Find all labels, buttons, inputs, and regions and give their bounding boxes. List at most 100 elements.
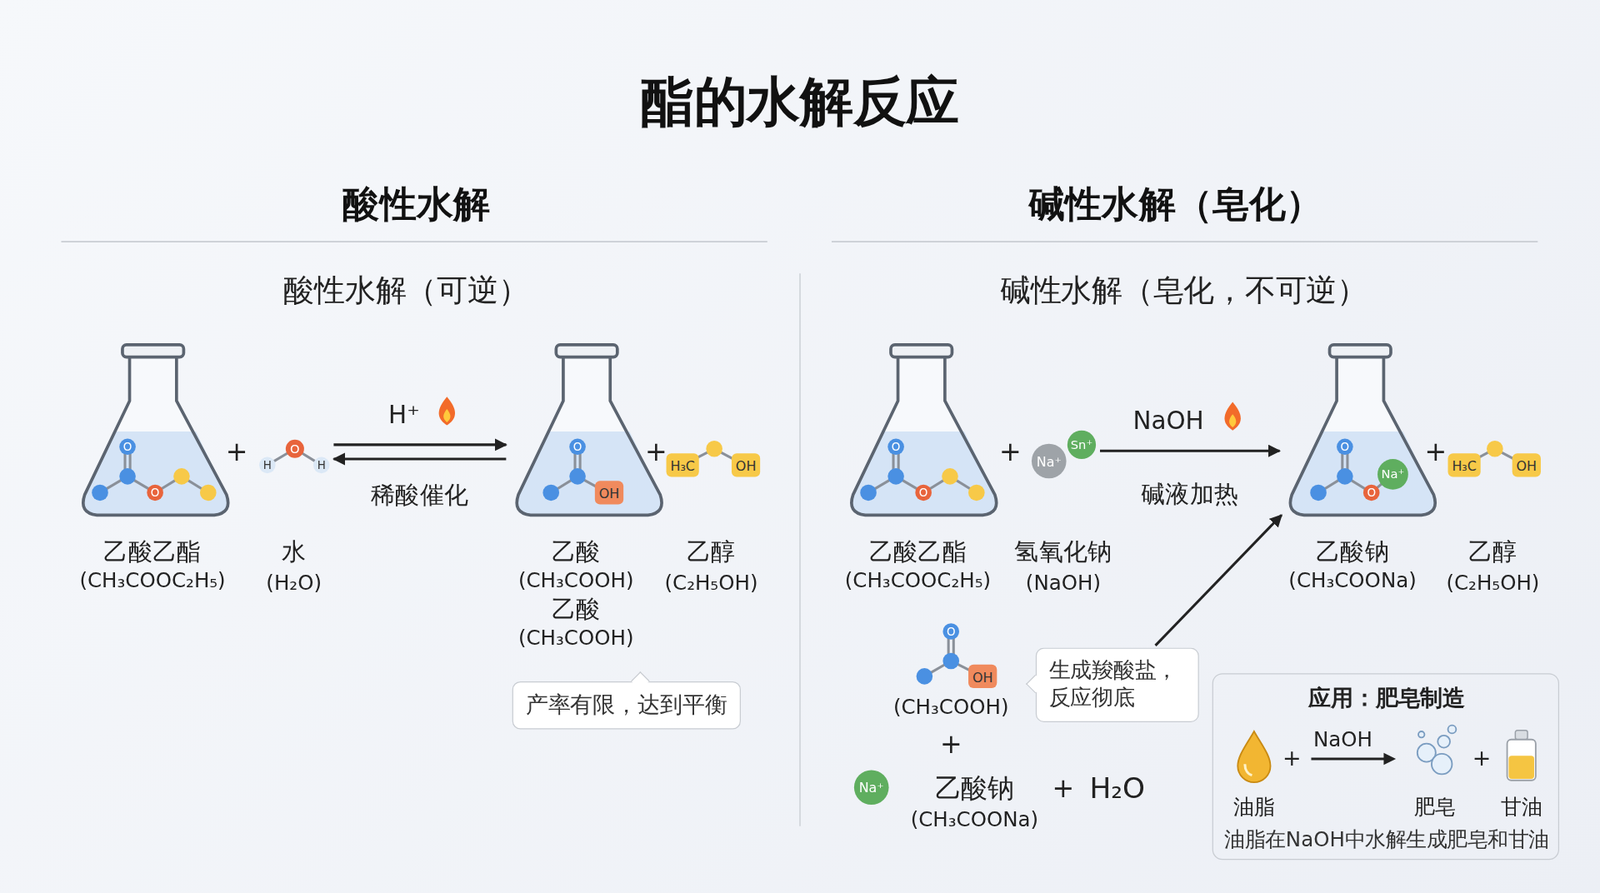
atom-symbol: O — [1340, 441, 1350, 453]
oil-drop — [1237, 731, 1270, 783]
formula-text: (CH₃COOC₂H₅) — [845, 566, 991, 595]
flask-liquid — [516, 431, 662, 515]
atom-symbol: Na⁺ — [1036, 455, 1062, 469]
text-slot: + — [225, 435, 249, 468]
atom-circle: H — [259, 457, 276, 475]
atom — [860, 485, 877, 502]
text-slot: 应用：肥皂制造 — [1308, 685, 1466, 713]
group-pill: OH — [968, 665, 997, 689]
flask-node: 乙酸钠(CH₃COONa)ONa⁺O — [1283, 341, 1442, 520]
text-slot: + — [940, 729, 963, 761]
text-slot: H₂O — [1090, 771, 1146, 806]
label-text: 乙醇 — [1468, 537, 1518, 567]
flask-glass — [516, 355, 662, 515]
reaction-arrow — [1310, 757, 1388, 760]
text-slot: H⁺ — [388, 400, 420, 430]
section-rule — [60, 240, 767, 243]
product-icon: 油脂 — [1231, 727, 1277, 785]
atom-circle: O — [569, 439, 586, 456]
flask-node: 乙酸乙酯(CH₃COOC₂H₅)OO — [76, 341, 235, 520]
group-symbol: H₃C — [670, 458, 695, 474]
flame-outer — [1224, 401, 1240, 430]
group-pill: H₃C — [666, 453, 700, 477]
group-symbol: OH — [735, 458, 757, 474]
atom-symbol: H — [263, 460, 272, 471]
text-slot: (NaOH) — [1025, 570, 1101, 595]
atom-symbol: Sn⁺ — [1070, 439, 1093, 452]
edge-label: 稀酸催化 — [370, 480, 470, 510]
flame-inner — [1229, 414, 1236, 428]
reverse-arrow — [333, 457, 506, 460]
flask-glass — [851, 355, 997, 515]
text-slot: 乙醇 — [686, 537, 736, 567]
atom — [941, 468, 959, 485]
atom-circle: O — [915, 485, 932, 502]
reaction-arrow — [1100, 450, 1280, 453]
atom-circle: O — [942, 623, 960, 640]
atom — [542, 485, 560, 502]
flame-outer — [439, 396, 455, 425]
icon-drawing — [1231, 727, 1277, 785]
text-slot: 酸性水解 — [342, 181, 490, 226]
text-slot: (CH₃COONa) — [910, 807, 1039, 832]
panel-note: 油脂在NaOH中水解生成肥皂和甘油 — [1224, 827, 1549, 852]
diagonal-arrow — [1155, 515, 1282, 646]
bubble — [1431, 754, 1452, 775]
compound-name: 乙酸乙酯 — [79, 537, 225, 566]
label-text: (C₂H₅OH) — [664, 570, 758, 595]
text-slot: + — [1472, 745, 1492, 773]
label-text: 碱性水解（皂化，不可逆） — [1000, 272, 1368, 310]
carbon-atom — [705, 440, 723, 458]
text-slot: 酸性水解（可逆） — [283, 272, 529, 310]
flask-node: 乙酸乙酯(CH₃COOC₂H₅)OO — [845, 341, 1004, 520]
atom — [887, 468, 905, 485]
label-text: + — [1425, 435, 1448, 468]
text-slot: (CH₃COOH) — [893, 695, 1010, 720]
label-text: + — [1052, 772, 1075, 805]
atom-circle: H — [313, 457, 330, 475]
text-slot: 甘油 — [1500, 795, 1542, 820]
icon-caption: 肥皂 — [1414, 795, 1455, 820]
atom-symbol: Na⁺ — [1381, 468, 1405, 481]
atom-symbol: Na⁺ — [859, 780, 885, 795]
text-slot: 乙酸钠 — [935, 772, 1015, 805]
label-text: (CH₃COONa) — [910, 807, 1039, 832]
product-icon: 甘油 — [1499, 727, 1545, 785]
section-rule — [831, 240, 1538, 243]
icon-caption: 甘油 — [1500, 795, 1542, 820]
arrow-head — [1383, 753, 1396, 766]
edge-label: 碱液加热 — [1140, 480, 1240, 510]
reaction-connector — [1155, 515, 1282, 646]
label-text: (C₂H₅OH) — [1445, 570, 1540, 595]
product-icon: 肥皂 — [1412, 722, 1458, 780]
label-text: 酸性水解 — [342, 181, 490, 226]
reaction-connector — [1100, 450, 1280, 452]
formula-text: (CH₃COOH) — [518, 623, 635, 652]
atom — [1310, 485, 1327, 502]
flask-rim — [1330, 345, 1391, 358]
text-slot: + — [645, 435, 668, 468]
atom-symbol: H — [317, 460, 326, 471]
application-panel: 应用：肥皂制造油脂在NaOH中水解生成肥皂和甘油油脂肥皂甘油 — [1212, 673, 1560, 860]
text-slot: 乙醇 — [1468, 537, 1518, 567]
group-pill: OH — [1512, 453, 1541, 477]
label-text: NaOH — [1132, 406, 1204, 436]
flask-liquid — [851, 431, 997, 515]
methyl-atom — [916, 668, 934, 685]
reaction-connector — [333, 445, 506, 460]
atom — [119, 468, 136, 485]
group-symbol: OH — [1516, 458, 1538, 474]
formula-text: (CH₃COONa) — [1288, 566, 1416, 595]
atom — [173, 468, 190, 485]
compound-name: 乙酸乙酯 — [845, 537, 991, 566]
carbon-atom — [942, 653, 960, 670]
text-slot: 稀酸催化 — [370, 480, 470, 510]
divider-line — [799, 273, 801, 827]
bottle-cap — [1515, 730, 1528, 740]
text-slot: (H₂O) — [265, 570, 322, 595]
flask-node: 乙酸(CH₃COOH)乙酸(CH₃COOH)OOH — [510, 341, 669, 520]
atom-circle: O — [285, 440, 305, 459]
page-title: 酯的水解反应 — [640, 70, 960, 134]
flame-inner — [443, 409, 450, 423]
